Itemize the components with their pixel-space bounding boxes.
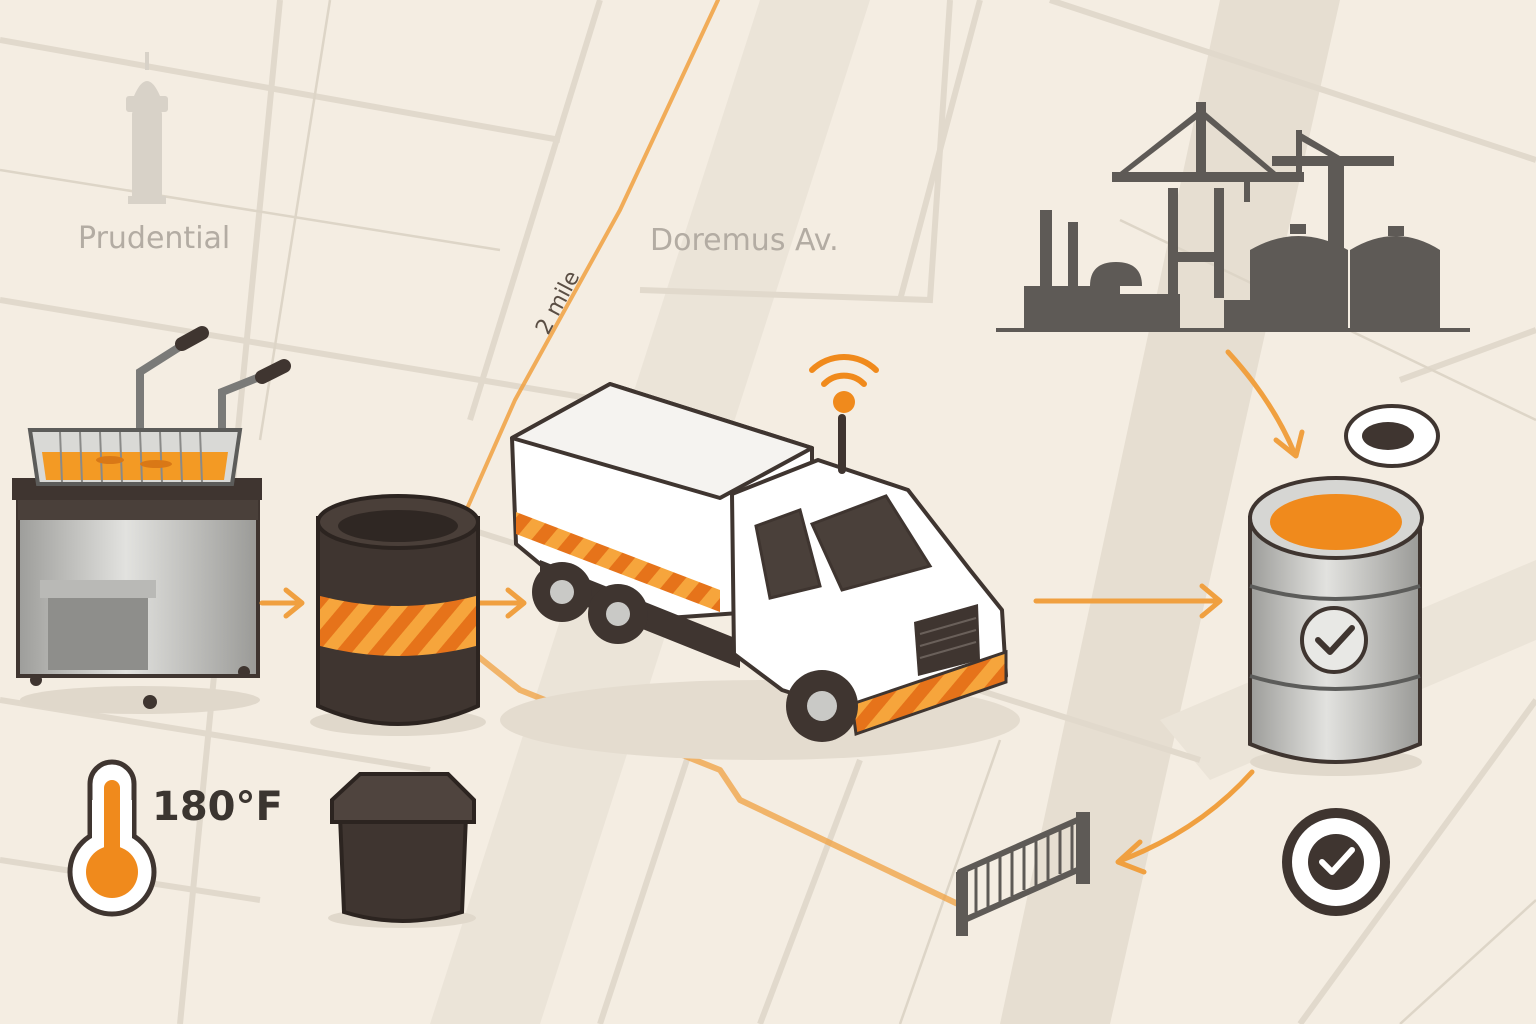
check-badge	[1282, 808, 1390, 916]
check-icon	[1319, 847, 1355, 875]
flow-arrows	[259, 349, 1305, 875]
check-icon	[1315, 625, 1355, 655]
gate-icon	[956, 812, 1090, 936]
map-label-doremus: Doremus Av.	[650, 223, 839, 258]
refinery-icon	[996, 102, 1470, 332]
route-lines	[460, 0, 963, 908]
arrow-fryer-to-drum	[259, 587, 305, 619]
oil-drum-icon	[310, 494, 486, 736]
arrow-barrel-to-gate	[1115, 769, 1255, 875]
south-route-line	[467, 647, 963, 908]
thermometer-icon	[67, 759, 157, 917]
north-route-line	[460, 0, 720, 522]
arrow-refinery-to-barrel	[1225, 349, 1305, 459]
oil-drop-icon	[1344, 404, 1440, 468]
distance-label: 2 mile	[531, 267, 585, 339]
landmark-tower-icon	[126, 52, 168, 204]
map-label-prudential: Prudential	[78, 221, 230, 256]
recycled-oil-barrel-icon	[1248, 476, 1424, 776]
arrow-drum-to-truck	[477, 587, 527, 619]
collection-truck-icon	[500, 382, 1020, 760]
arrow-truck-to-barrel	[1033, 583, 1223, 619]
temperature-label: 180°F	[152, 784, 283, 830]
wireless-signal-icon	[809, 354, 879, 413]
deep-fryer-icon	[12, 326, 291, 714]
storage-bin-icon	[328, 772, 476, 928]
